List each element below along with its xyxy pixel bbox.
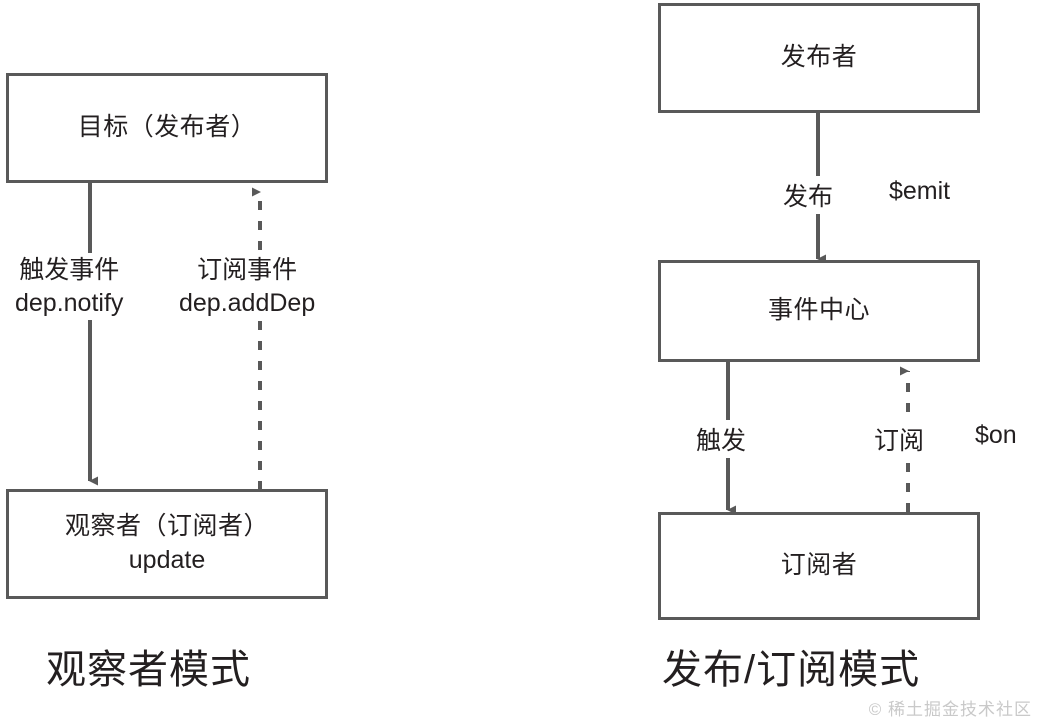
- node-subject[interactable]: 目标（发布者）: [6, 73, 328, 183]
- node-event-center[interactable]: 事件中心: [658, 260, 980, 362]
- node-subscriber-label: 订阅者: [780, 551, 858, 580]
- node-observer[interactable]: 观察者（订阅者） update: [6, 489, 328, 599]
- node-subject-label: 目标（发布者）: [77, 113, 257, 142]
- site-watermark: © 稀土掘金技术社区: [868, 700, 1032, 719]
- edge-subscribe-right-label-cn: 订阅: [871, 420, 928, 458]
- node-observer-label: 观察者（订阅者）: [64, 512, 269, 541]
- caption-pubsub-pattern: 发布/订阅模式: [662, 648, 921, 692]
- edge-subscribe-label-cn: 订阅事件: [197, 256, 298, 284]
- node-subscriber[interactable]: 订阅者: [658, 512, 980, 620]
- edge-publish-api: $emit: [886, 176, 954, 207]
- edge-publish-label-cn: 发布: [780, 176, 837, 214]
- edge-notify-label: 触发事件 dep.notify: [12, 253, 127, 320]
- node-publisher[interactable]: 发布者: [658, 3, 980, 113]
- node-publisher-label: 发布者: [780, 43, 858, 72]
- edge-subscribe-label: 订阅事件 dep.addDep: [176, 253, 319, 320]
- edge-notify-label-cn: 触发事件: [19, 256, 120, 284]
- edge-subscribe-label-en: dep.addDep: [179, 288, 316, 317]
- node-event-center-label: 事件中心: [767, 296, 870, 325]
- edge-trigger-label-cn: 触发: [693, 420, 750, 458]
- edge-subscribe-right-api: $on: [972, 420, 1020, 451]
- edge-notify-label-en: dep.notify: [15, 288, 124, 317]
- caption-observer-pattern: 观察者模式: [46, 648, 251, 692]
- node-observer-method: update: [128, 546, 206, 574]
